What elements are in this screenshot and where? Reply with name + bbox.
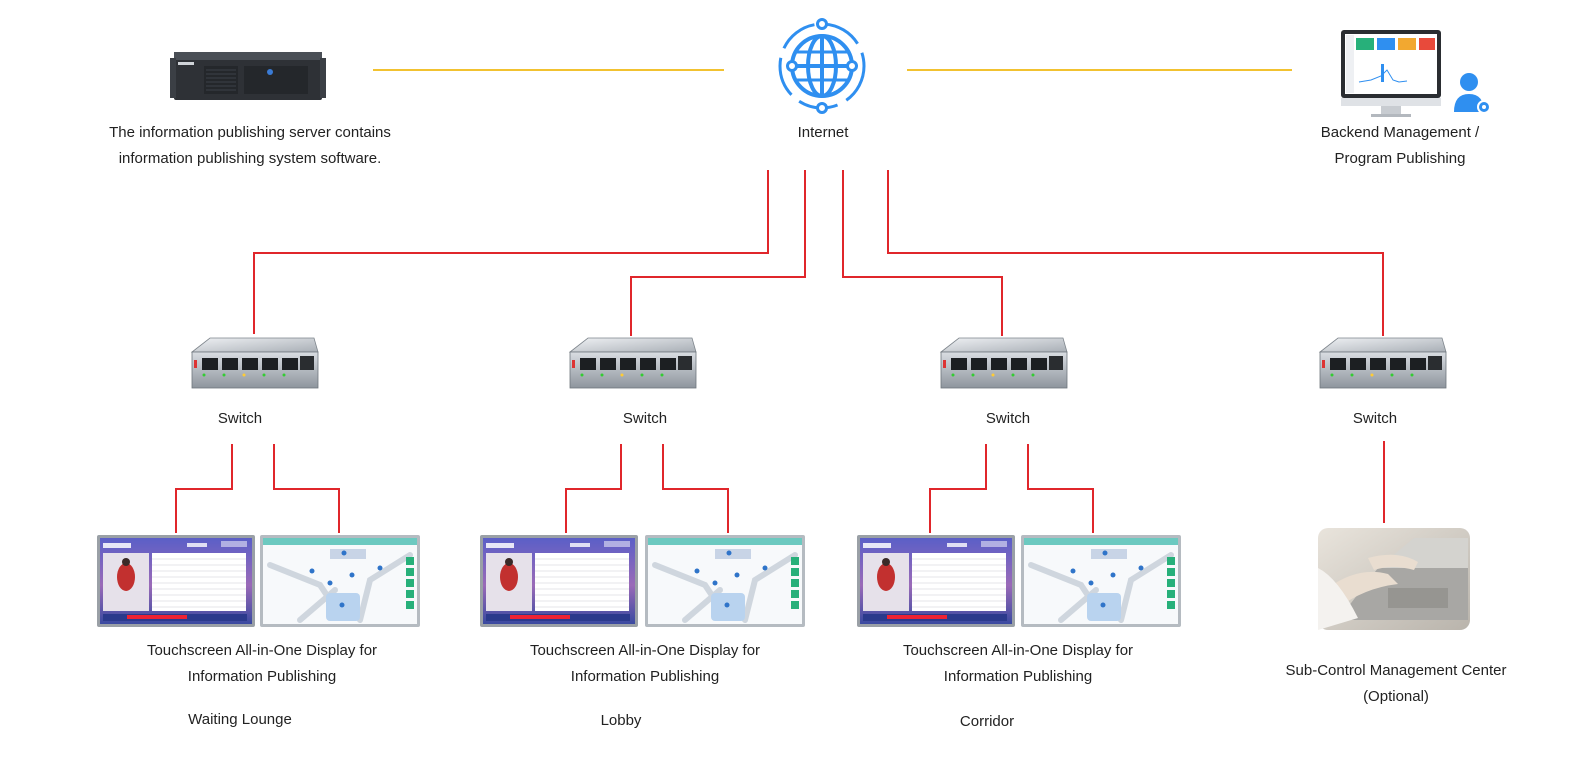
backend-caption: Backend Management / Program Publishing — [1280, 120, 1520, 172]
server-caption-line2: information publishing system software. — [118, 150, 382, 167]
switch-3-label: Switch — [985, 410, 1031, 427]
server-caption-line1: The information publishing server contai… — [109, 124, 391, 141]
switch-device-1 — [191, 337, 319, 389]
switch-device-2 — [569, 337, 697, 389]
link-internet-switch-4 — [887, 170, 1384, 336]
display-group-1-flight-screen — [96, 534, 256, 628]
display-group-3-caption-line1: Touchscreen All-in-One Display for — [902, 642, 1134, 659]
location-waiting-lounge: Waiting Lounge — [188, 711, 292, 728]
subcontrol-caption-line2: (Optional) — [1363, 688, 1429, 705]
switch-device-4 — [1319, 337, 1447, 389]
link-internet-switch-2 — [630, 170, 806, 336]
admin-user-icon — [1454, 73, 1491, 114]
internet-label: Internet — [797, 124, 849, 141]
display-group-1-caption-line1: Touchscreen All-in-One Display for — [146, 642, 378, 659]
location-lobby: Lobby — [600, 712, 642, 729]
display-group-2-caption-line1: Touchscreen All-in-One Display for — [529, 642, 761, 659]
internet-switch-links — [253, 170, 1384, 336]
backend-caption-line2: Program Publishing — [1334, 150, 1466, 167]
switch-1-label: Switch — [217, 410, 263, 427]
display-group-3-map-screen — [1021, 535, 1181, 627]
display-group-1-caption: Touchscreen All-in-One Display for Infor… — [112, 638, 412, 690]
display-group-2-caption-line2: Information Publishing — [570, 668, 720, 685]
display-group-3-flight-screen — [856, 534, 1016, 628]
display-group-2-map-screen — [645, 535, 805, 627]
server-caption: The information publishing server contai… — [70, 120, 430, 172]
laptop-typing-photo — [1318, 528, 1470, 630]
link-internet-switch-3 — [842, 170, 1003, 336]
switch-2-label: Switch — [622, 410, 668, 427]
display-group-3-caption-line2: Information Publishing — [943, 668, 1093, 685]
monitor-with-admin-user-icon — [1341, 30, 1491, 117]
switch-device-3 — [940, 337, 1068, 389]
link-internet-switch-1 — [253, 170, 769, 334]
globe-network-icon — [778, 18, 866, 114]
switch-display-links — [175, 441, 1385, 533]
subcontrol-caption: Sub-Control Management Center (Optional) — [1256, 658, 1536, 710]
rack-server-icon — [170, 52, 326, 100]
switch-4-label: Switch — [1352, 410, 1398, 427]
backend-caption-line1: Backend Management / — [1320, 124, 1480, 141]
display-group-1-caption-line2: Information Publishing — [187, 668, 337, 685]
display-group-1-map-screen — [260, 535, 420, 627]
display-group-3-caption: Touchscreen All-in-One Display for Infor… — [868, 638, 1168, 690]
location-corridor: Corridor — [959, 713, 1015, 730]
display-group-2-flight-screen — [479, 534, 639, 628]
subcontrol-caption-line1: Sub-Control Management Center — [1285, 662, 1507, 679]
display-group-2-caption: Touchscreen All-in-One Display for Infor… — [495, 638, 795, 690]
